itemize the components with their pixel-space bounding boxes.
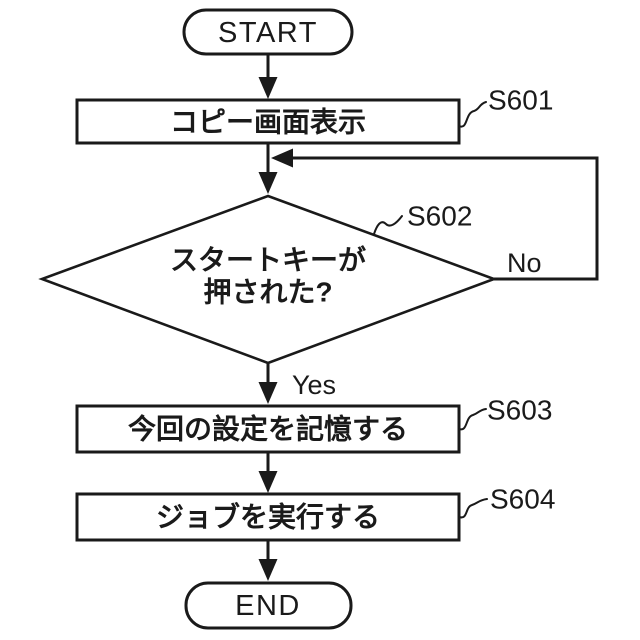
arrowhead-s602-to-s603 (258, 382, 278, 404)
process-s601-label: コピー画面表示 (170, 107, 366, 138)
s602-ref-squiggle (373, 215, 403, 235)
decision-s602-label-line2: 押された? (203, 276, 332, 308)
no-branch-label: No (507, 248, 542, 278)
process-s604-label: ジョブを実行する (156, 501, 380, 533)
s602-ref-label: S602 (407, 201, 472, 232)
arrowhead-s604-to-end (258, 559, 278, 581)
arrowhead-s601-to-s602 (258, 172, 278, 194)
process-s603-label: 今回の設定を記憶する (128, 413, 408, 445)
yes-branch-label: Yes (292, 370, 336, 400)
no-loop-return-line (276, 156, 599, 281)
end-terminator (184, 581, 353, 630)
process-s601-box (75, 98, 461, 145)
s603-ref-squiggle (458, 408, 487, 431)
s601-ref-label: S601 (488, 85, 553, 116)
decision-s602-label-line1: スタートキーが (170, 244, 366, 276)
no-loop-arrowhead (271, 148, 293, 168)
s604-ref-label: S604 (490, 484, 555, 515)
s603-ref-label: S603 (487, 395, 552, 426)
s604-ref-squiggle (458, 498, 488, 519)
s601-ref-squiggle (458, 101, 487, 128)
end-label: END (235, 590, 301, 622)
start-label: START (218, 17, 318, 49)
arrowhead-s603-to-s604 (258, 471, 278, 493)
arrowhead-start-to-s601 (258, 77, 278, 99)
